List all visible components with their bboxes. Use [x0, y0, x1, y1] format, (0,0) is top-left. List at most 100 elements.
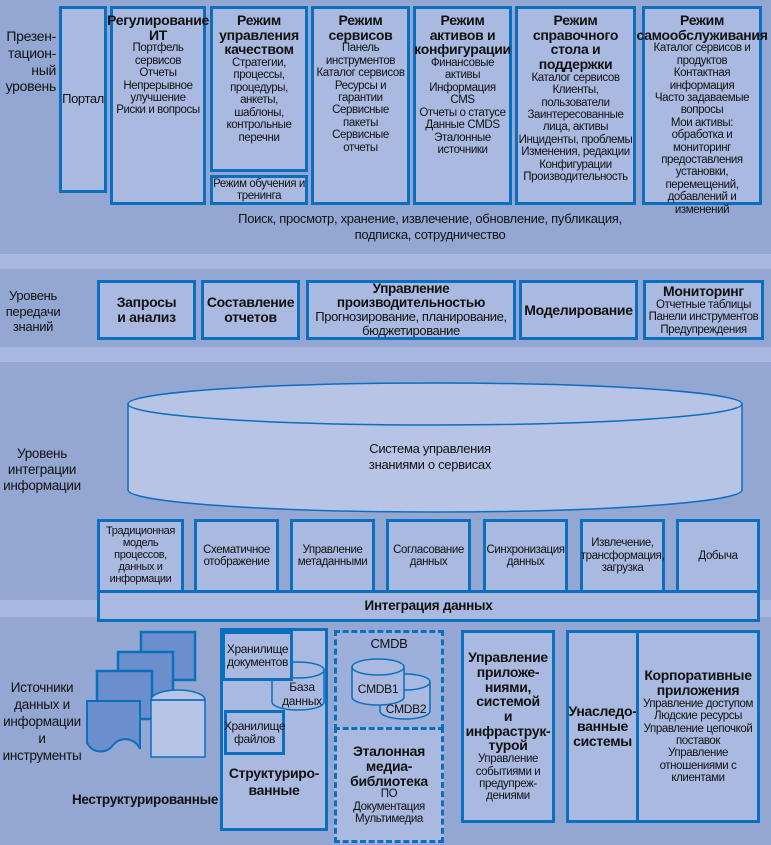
knowledge-reporting[interactable]: Составление отчетов — [201, 280, 300, 340]
app-management-title: Управление приложе- ниями, системой и ин… — [465, 649, 551, 754]
module-item: Отчеты — [139, 67, 177, 80]
module-title: Режим сервисов — [328, 12, 393, 43]
module-item: Отчеты о статусе — [419, 106, 506, 119]
module-title: Регулирование ИТ — [107, 12, 209, 43]
integration-function-label: Согласование данных — [393, 543, 464, 568]
module-item: Информация CMS — [429, 81, 496, 107]
integration-function-metadata[interactable]: Управление метаданными — [290, 519, 375, 593]
module-training[interactable]: Режим обучения и тренинга — [210, 175, 308, 205]
module-item: Конфигурации — [539, 158, 612, 171]
module-item: Каталог сервисов и продуктов — [653, 42, 751, 67]
document-icon — [86, 700, 141, 753]
module-item: Риски и вопросы — [116, 104, 200, 117]
unstructured-sources-graphic — [86, 630, 206, 758]
cmdb-title: CMDB — [370, 636, 408, 651]
skms-cylinder[interactable] — [125, 380, 745, 515]
module-item: Панель инструментов — [325, 42, 396, 67]
legacy-systems-box[interactable]: Унаследо- ванные системы — [566, 630, 639, 823]
integration-function-synchronization[interactable]: Синхронизация данных — [483, 519, 568, 593]
module-item: Финансовые активы — [430, 57, 495, 82]
data-integration-bar[interactable]: Интеграция данных — [97, 590, 760, 622]
sources-layer-label: Источники данных и информации и инструме… — [2, 680, 82, 763]
portal-label: Портал — [62, 91, 104, 107]
integration-function-traditional-model[interactable]: Традиционная модель процессов, данных и … — [97, 519, 184, 593]
skms-cylinder-body — [127, 404, 743, 513]
knowledge-box-item: бюджетирование — [362, 323, 460, 339]
knowledge-box-title: Запросы и анализ — [116, 294, 177, 325]
corporate-apps-item: Людские ресурсы — [654, 710, 742, 723]
corporate-apps-box[interactable]: Корпоративные приложения Управление дост… — [636, 630, 760, 823]
corporate-apps-item: Управление цепочкой поставок — [643, 722, 753, 747]
database-label: База данных — [282, 680, 322, 709]
module-item: Эталонные источники — [434, 131, 491, 156]
module-item: Каталог сервисов — [531, 71, 620, 84]
module-item: Заинтересованные лица, активы — [527, 108, 624, 134]
module-item: Мои активы: обработка и мониторинг предо… — [661, 116, 743, 216]
unstructured-label: Неструктурированные — [71, 792, 219, 807]
module-title: Режим управления качеством — [219, 12, 299, 58]
integration-function-label: Традиционная модель процессов, данных и … — [106, 525, 175, 585]
module-it-governance[interactable]: Регулирование ИТ Портфель сервисов Отчет… — [107, 6, 209, 205]
corporate-apps-item: Управление доступом — [642, 697, 754, 710]
media-library-item: ПО — [380, 788, 398, 801]
integration-function-etl[interactable]: Извлечение, трансформация, загрузка — [580, 519, 665, 593]
cmdb-databases-icon — [351, 658, 431, 720]
database-icon — [150, 700, 206, 758]
integration-function-label: Схематичное отображение — [203, 543, 270, 568]
knowledge-layer-label: Уровень передачи знаний — [5, 288, 61, 335]
module-self-service[interactable]: Режим самообслуживания Каталог сервисов … — [636, 6, 768, 216]
cmdb2-label: CMDB2 — [385, 702, 427, 716]
knowledge-queries-analysis[interactable]: Запросы и анализ — [97, 280, 196, 340]
database-icon-top — [150, 689, 206, 701]
integration-function-mining[interactable]: Добыча — [676, 519, 760, 593]
cmdb1-label: CMDB1 — [357, 682, 399, 696]
knowledge-box-item: Панели инструментов — [648, 311, 759, 324]
data-integration-label: Интеграция данных — [364, 597, 493, 613]
media-library-item: Мультимедиа — [355, 813, 423, 826]
module-item: Часто задаваемые вопросы — [654, 92, 750, 117]
knowledge-box-title: Моделирование — [524, 301, 633, 318]
integration-function-label: Управление метаданными — [297, 543, 368, 568]
document-store-box[interactable]: Хранилище документов — [222, 631, 293, 681]
training-label: Режим обучения и тренинга — [213, 177, 305, 202]
corporate-apps-item: Управление отношениями с клиентами — [659, 747, 737, 785]
portal-box[interactable]: Портал — [59, 6, 107, 193]
file-store-box[interactable]: Хранилище файлов — [223, 710, 286, 755]
knowledge-performance-management[interactable]: Управление производительностью Прогнозир… — [306, 280, 516, 340]
integration-layer-label: Уровень интеграции информации — [3, 446, 81, 494]
file-store-label: Хранилище файлов — [223, 718, 286, 746]
knowledge-modeling[interactable]: Моделирование — [519, 280, 638, 340]
skms-label: Система управления знаниями о сервисах — [368, 441, 492, 472]
module-item: Каталог сервисов — [316, 67, 405, 80]
module-item: Контактная информация — [669, 67, 735, 92]
module-item: Портфель сервисов — [132, 42, 184, 67]
module-assets-configuration[interactable]: Режим активов и конфигурации Финансовые … — [413, 6, 512, 205]
integration-function-reconciliation[interactable]: Согласование данных — [386, 519, 471, 593]
media-library-title: Эталонная медиа- библиотека — [350, 743, 428, 789]
document-store-label: Хранилище документов — [226, 642, 289, 669]
knowledge-box-title: Управление производительностью — [336, 280, 486, 310]
corporate-apps-title: Корпоративные приложения — [644, 667, 752, 699]
knowledge-box-item: Прогнозирование, планирование, — [315, 309, 507, 325]
integration-function-schematic-mapping[interactable]: Схематичное отображение — [194, 519, 279, 593]
module-item: Сервисные отчеты — [332, 129, 389, 154]
app-management-item: Управление событиями и предупреж- дениям… — [475, 753, 541, 803]
module-title: Режим активов и конфигурации — [414, 12, 511, 58]
module-item: Клиенты, пользователи — [541, 84, 610, 109]
media-library-box[interactable]: Эталонная медиа- библиотека ПО Документа… — [334, 727, 444, 843]
module-item: Непрерывное улучшение — [123, 79, 193, 104]
knowledge-box-title: Мониторинг — [663, 283, 744, 300]
presentation-layer-label: Презен- тацион- ный уровень — [5, 28, 57, 95]
app-management-box[interactable]: Управление приложе- ниями, системой и ин… — [461, 630, 555, 823]
integration-function-label: Добыча — [698, 549, 738, 562]
band-separator — [0, 347, 771, 362]
module-title: Режим самообслуживания — [636, 12, 768, 43]
knowledge-monitoring[interactable]: Мониторинг Отчетные таблицы Панели инстр… — [643, 280, 764, 340]
module-services[interactable]: Режим сервисов Панель инструментов Катал… — [311, 6, 410, 205]
knowledge-box-title: Составление отчетов — [206, 294, 295, 325]
module-service-desk[interactable]: Режим справочного стола и поддержки Ката… — [515, 6, 636, 205]
module-quality-management[interactable]: Режим управления качеством Стратегии, пр… — [210, 6, 308, 172]
module-item: Ресурсы и гарантии — [334, 79, 387, 104]
module-title: Режим справочного стола и поддержки — [532, 12, 619, 73]
module-item: Изменения, редакции — [521, 146, 630, 159]
